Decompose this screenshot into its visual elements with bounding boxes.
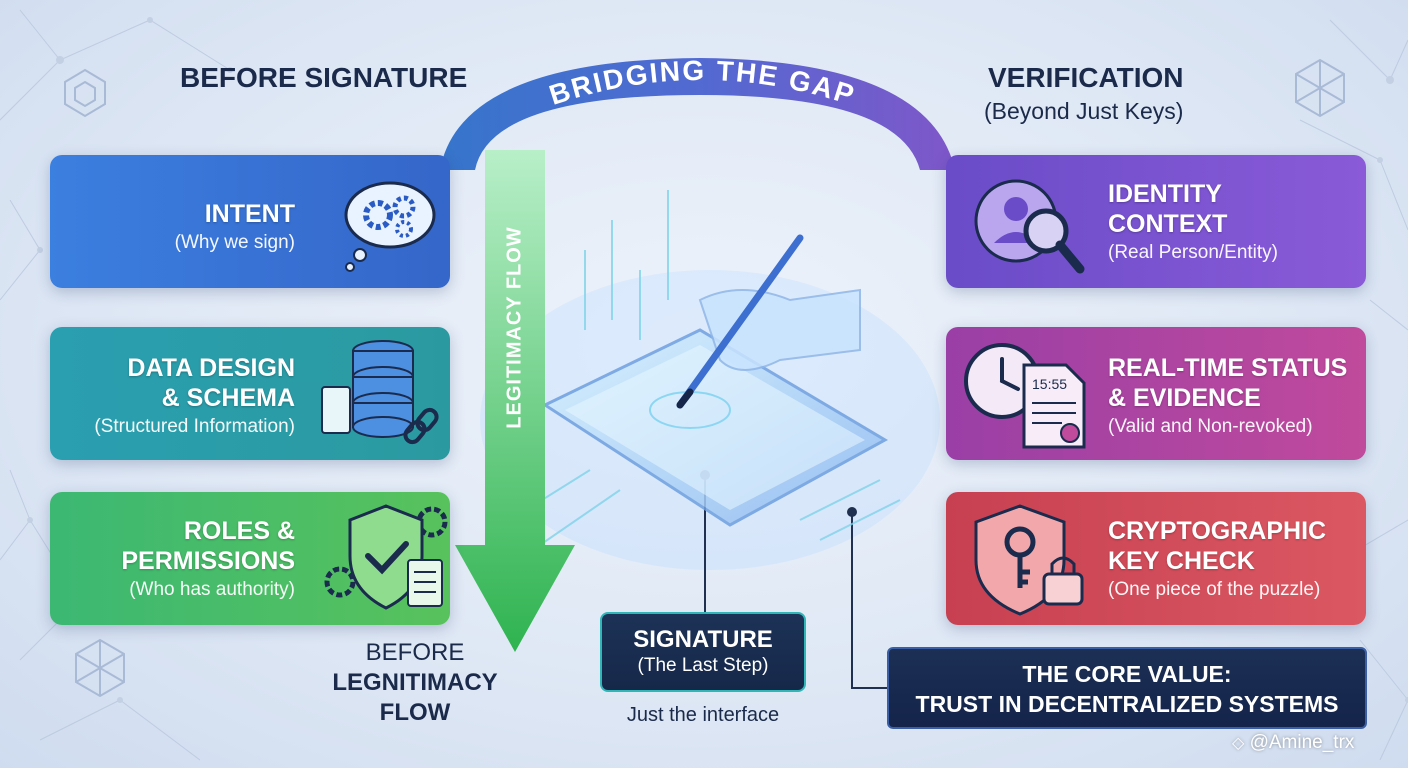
roles-permissions-card: ROLES & PERMISSIONS (Who has authority) [50,492,450,625]
flow-line3: FLOW [379,699,451,726]
watermark-text: @Amine_trx [1249,732,1355,753]
card-title-line2: & SCHEMA [161,384,295,412]
card-title: INTENT [204,200,295,228]
card-subtitle: (Who has authority) [129,579,295,600]
card-title-line1: ROLES & [183,517,295,545]
flow-line1: BEFORE [365,639,465,666]
signature-caption: Just the interface [626,704,780,726]
database-icon [321,340,439,445]
flow-line2: LEGNITIMACY [332,669,498,696]
shield-key-icon [974,504,1084,616]
clock-time-label: 15:55 [1032,376,1067,392]
before-flow-text: BEFORE LEGNITIMACY FLOW [320,638,510,728]
core-value-box: THE CORE VALUE: TRUST IN DECENTRALIZED S… [887,647,1367,729]
clock-document-icon: 15:55 [964,343,1086,449]
cryptographic-key-card: CRYPTOGRAPHIC KEY CHECK (One piece of th… [946,492,1366,625]
core-value-line2: TRUST IN DECENTRALIZED SYSTEMS [915,691,1339,717]
core-value-line1: THE CORE VALUE: [1022,661,1232,687]
card-title-line1: IDENTITY [1108,180,1222,208]
card-subtitle: (One piece of the puzzle) [1108,579,1321,600]
card-title-line1: CRYPTOGRAPHIC [1108,517,1327,545]
verification-heading: VERIFICATION [988,62,1184,93]
card-title-line2: KEY CHECK [1108,547,1255,575]
verification-subheading: (Beyond Just Keys) [984,98,1184,124]
card-subtitle: (Valid and Non-revoked) [1108,416,1313,437]
signature-subtitle: (The Last Step) [637,655,769,676]
data-design-card: DATA DESIGN & SCHEMA (Structured Informa… [50,327,450,460]
card-title-line2: CONTEXT [1108,210,1228,238]
card-subtitle: (Structured Information) [94,416,295,437]
shield-check-icon [324,504,448,610]
watermark: ◇ @Amine_trx [1232,732,1354,754]
watermark-logo-icon: ◇ [1232,735,1245,752]
intent-card: INTENT (Why we sign) [50,155,450,288]
identity-search-icon [974,179,1085,274]
identity-context-card: IDENTITY CONTEXT (Real Person/Entity) [946,155,1366,288]
card-title-line2: & EVIDENCE [1108,384,1261,412]
card-title-line2: PERMISSIONS [121,547,295,575]
card-title-line1: DATA DESIGN [127,354,295,382]
signature-box: SIGNATURE (The Last Step) [600,612,806,692]
card-title-line1: REAL-TIME STATUS [1108,354,1348,382]
card-subtitle: (Why we sign) [174,232,295,253]
before-signature-heading: BEFORE SIGNATURE [180,62,468,93]
real-time-status-card: REAL-TIME STATUS & EVIDENCE (Valid and N… [946,327,1366,460]
card-subtitle: (Real Person/Entity) [1108,242,1279,263]
thought-gears-icon [344,181,436,272]
signature-title: SIGNATURE [633,626,773,653]
